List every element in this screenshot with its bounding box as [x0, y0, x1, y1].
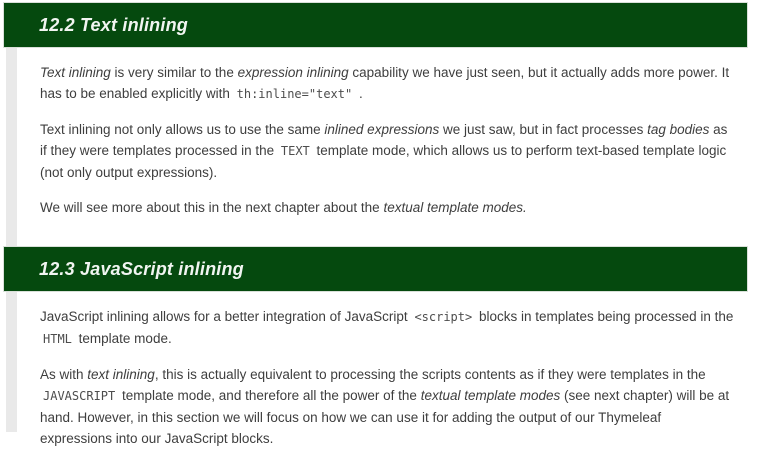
left-margin-strip — [6, 2, 17, 432]
inline-code: <script> — [414, 310, 473, 324]
emphasis-text: inlined expressions — [324, 122, 440, 137]
inline-code: th:inline="text" — [236, 87, 353, 101]
paragraph-text-inlining-2: Text inlining not only allows us to use … — [40, 122, 728, 180]
inline-code: JAVASCRIPT — [43, 389, 116, 403]
emphasis-text: expression inlining — [237, 65, 349, 80]
inline-code: TEXT — [280, 144, 310, 158]
emphasis-text: textual template modes — [420, 388, 561, 403]
paragraph-javascript-inlining-1: JavaScript inlining allows for a better … — [40, 309, 734, 346]
section-heading-javascript-inlining: 12.3 JavaScript inlining — [3, 246, 748, 292]
emphasis-text: textual template modes. — [383, 200, 527, 215]
inline-code: HTML — [43, 332, 72, 346]
section-heading-text-inlining: 12.2 Text inlining — [3, 2, 748, 48]
paragraph-text-inlining-3: We will see more about this in the next … — [40, 200, 527, 215]
emphasis-text: tag bodies — [647, 122, 710, 137]
emphasis-text: Text inlining — [40, 65, 111, 80]
emphasis-text: text inlining — [87, 367, 155, 382]
paragraph-text-inlining-1: Text inlining is very similar to the exp… — [40, 65, 730, 101]
paragraph-javascript-inlining-2: As with text inlining, this is actually … — [40, 367, 730, 446]
